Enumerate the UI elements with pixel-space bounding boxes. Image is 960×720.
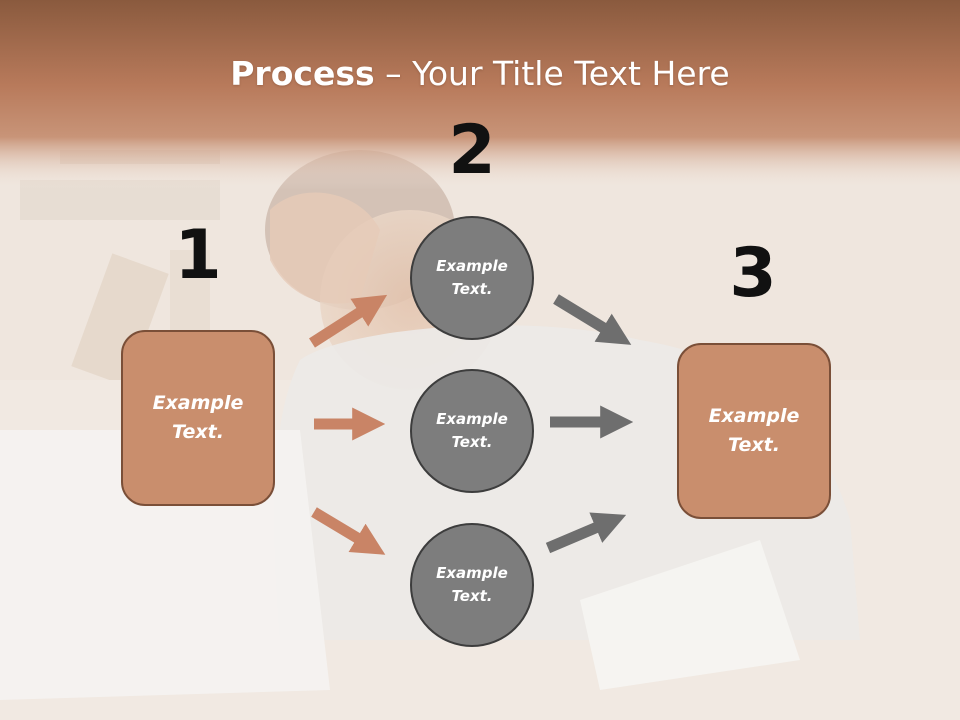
arrow-bottom-to-right <box>545 512 627 554</box>
arrow-top-to-right <box>553 294 632 345</box>
step-number-1: 1 <box>174 216 222 295</box>
left-box: Example Text. <box>121 330 275 506</box>
title-bold: Process <box>230 54 375 93</box>
circle-middle-label: Example Text. <box>436 410 508 451</box>
arrow-left-to-bottom <box>311 507 386 555</box>
title-rest: – Your Title Text Here <box>374 54 730 93</box>
circle-middle: Example Text. <box>410 369 534 493</box>
step-number-2: 2 <box>448 111 496 190</box>
circle-bottom-label: Example Text. <box>436 564 508 605</box>
slide-title: Process – Your Title Text Here <box>0 52 960 96</box>
arrow-left-to-top <box>309 294 388 348</box>
right-box-label: Example Text. <box>708 405 800 456</box>
circle-bottom: Example Text. <box>410 523 534 647</box>
left-box-label: Example Text. <box>152 392 244 443</box>
step-number-3: 3 <box>729 234 777 313</box>
circle-top-label: Example Text. <box>436 257 508 298</box>
circle-top: Example Text. <box>410 216 534 340</box>
right-box: Example Text. <box>677 343 831 519</box>
